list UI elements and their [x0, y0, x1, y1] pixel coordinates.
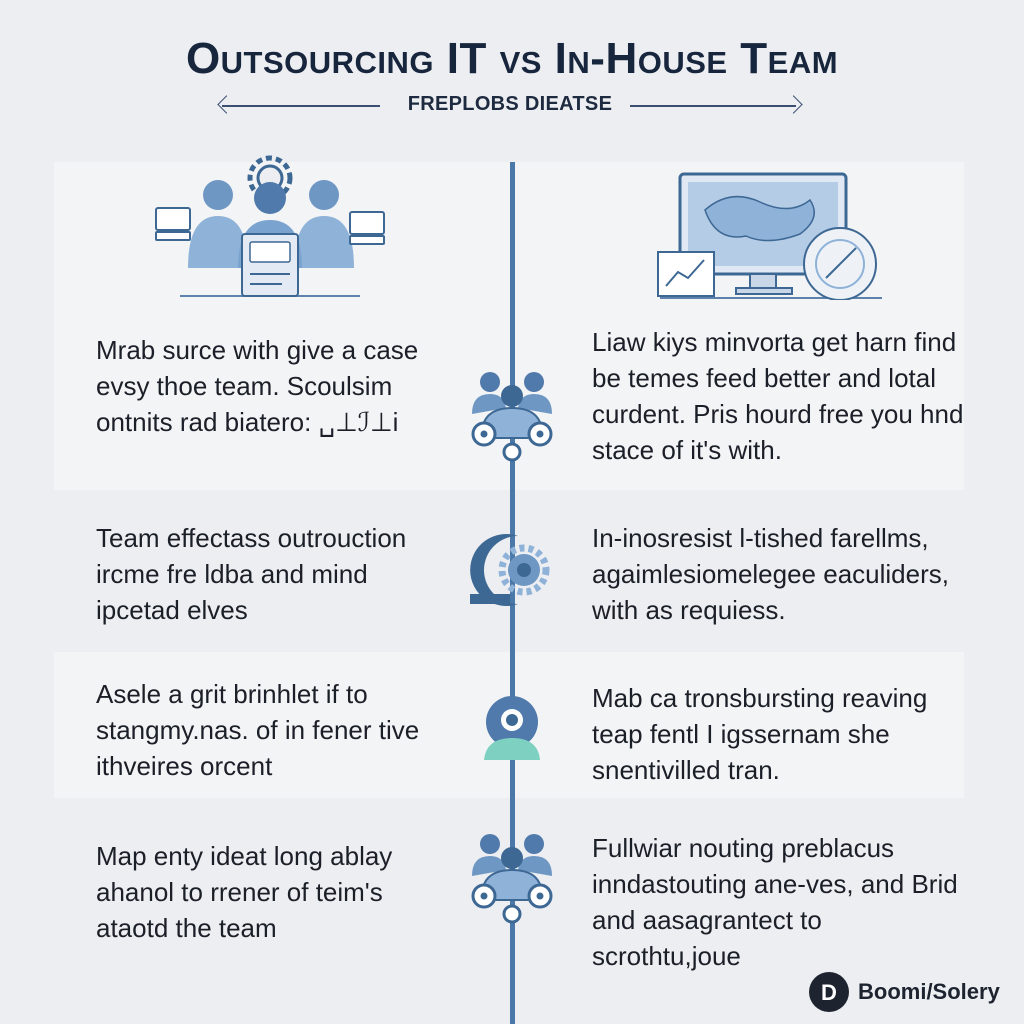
subtitle: FREPLOBS DIEATSE — [407, 93, 613, 115]
subtitle-line-left — [222, 105, 380, 107]
brand-mark-icon: D — [809, 972, 849, 1012]
left-text-1: Mrab surce with give a case evsy thoe te… — [96, 335, 419, 437]
brand-logo: D Boomi/Solery — [808, 970, 1000, 1014]
right-text-3: Mab ca tronsbursting reaving teap fentl … — [592, 683, 928, 785]
right-text-4: Fullwiar nouting preblacus inndastouting… — [592, 833, 958, 971]
team-with-gear-icon — [150, 150, 390, 305]
center-divider — [510, 162, 515, 1024]
gear-crescent-icon — [464, 530, 560, 619]
person-avatar-icon — [478, 694, 546, 767]
subtitle-line-right — [630, 105, 796, 107]
team-network-icon — [464, 368, 560, 469]
svg-text:D: D — [821, 980, 837, 1005]
brand-name: Boomi/Solery — [858, 979, 1000, 1004]
right-text-2: In-inosresist l-tished farellms, agaimle… — [592, 523, 949, 625]
team-network-icon-2 — [464, 830, 560, 931]
subtitle-row: FREPLOBS DIEATSE — [217, 92, 803, 118]
left-text-4: Map enty ideat long ablay ahanol to rren… — [96, 841, 393, 943]
left-text-2: Team effectass outrouction ircme fre ldb… — [96, 523, 407, 625]
computer-dashboard-icon — [650, 168, 890, 305]
right-text-1: Liaw kiys minvorta get harn find be teme… — [592, 327, 964, 465]
page-title: Outsourcing IT vs In-House Team — [185, 34, 839, 83]
left-text-3: Asele a grit brinhlet if to stangmy.nas.… — [96, 679, 420, 781]
